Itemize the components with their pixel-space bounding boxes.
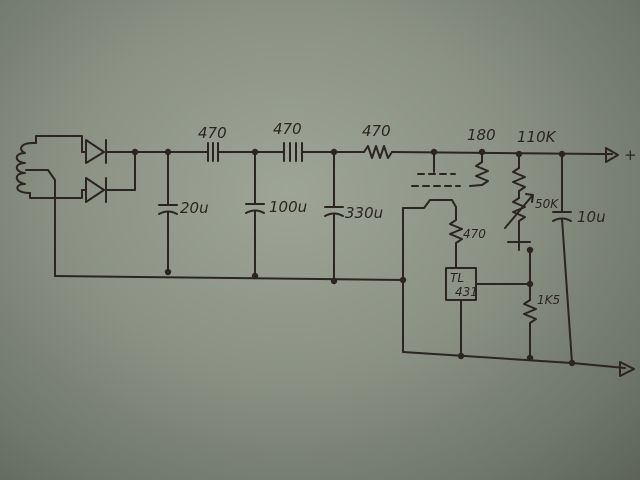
junction-dot bbox=[430, 148, 438, 156]
resistor-470-lower bbox=[449, 206, 463, 269]
label-r-top: 180 bbox=[467, 126, 496, 144]
label-c-out: 10u bbox=[577, 208, 606, 226]
resistor-r3 bbox=[363, 145, 393, 159]
junction-dot bbox=[558, 150, 566, 158]
label-c2: 100u bbox=[269, 198, 307, 216]
resistor-1k5 bbox=[523, 249, 537, 359]
label-ic-line2: 431 bbox=[455, 285, 478, 299]
label-out-pos: + bbox=[624, 146, 637, 164]
junction-dot bbox=[131, 148, 139, 156]
junction-dot bbox=[457, 352, 465, 360]
junction-dot bbox=[164, 148, 172, 156]
junction-dot bbox=[526, 280, 534, 288]
label-r2: 470 bbox=[273, 120, 302, 138]
junction-dot bbox=[515, 150, 523, 158]
top-rail bbox=[134, 147, 619, 163]
potentiometer-50k bbox=[504, 193, 534, 251]
rectifier-diode-bottom bbox=[81, 151, 136, 203]
junction-dot bbox=[251, 148, 259, 156]
junction-dot bbox=[478, 148, 486, 156]
label-r1: 470 bbox=[198, 124, 227, 142]
label-r3: 470 bbox=[362, 122, 391, 140]
junction-dot bbox=[330, 277, 338, 285]
junction-dots bbox=[131, 148, 576, 367]
series-element-r2 bbox=[283, 142, 310, 162]
pass-element bbox=[402, 151, 461, 209]
capacitor-c1 bbox=[158, 151, 178, 273]
junction-dot bbox=[399, 276, 407, 284]
capacitor-c2 bbox=[245, 151, 265, 277]
label-50k: 50K bbox=[535, 197, 559, 211]
junction-dot bbox=[251, 272, 259, 280]
junction-dot bbox=[526, 354, 534, 362]
label-470-lower: 470 bbox=[463, 227, 486, 241]
transformer-coil bbox=[15, 135, 83, 277]
label-1k5: 1K5 bbox=[537, 293, 560, 307]
capacitor-c3 bbox=[324, 151, 344, 282]
resistor-110k bbox=[512, 153, 526, 199]
label-c1: 20u bbox=[180, 199, 209, 217]
junction-dot bbox=[526, 246, 534, 254]
rectifier-diode-top bbox=[81, 139, 136, 164]
label-c3: 330u bbox=[345, 204, 383, 222]
resistor-180 bbox=[469, 151, 489, 187]
label-110k: 110K bbox=[517, 128, 557, 146]
tl431-ic bbox=[445, 267, 531, 357]
bottom-rail bbox=[54, 207, 635, 377]
junction-dot bbox=[330, 148, 338, 156]
junction-dot bbox=[164, 268, 172, 276]
series-capacitor-r1 bbox=[202, 142, 225, 162]
junction-dot bbox=[568, 359, 576, 367]
capacitor-output bbox=[552, 153, 573, 364]
label-ic-line1: TL bbox=[450, 271, 464, 285]
